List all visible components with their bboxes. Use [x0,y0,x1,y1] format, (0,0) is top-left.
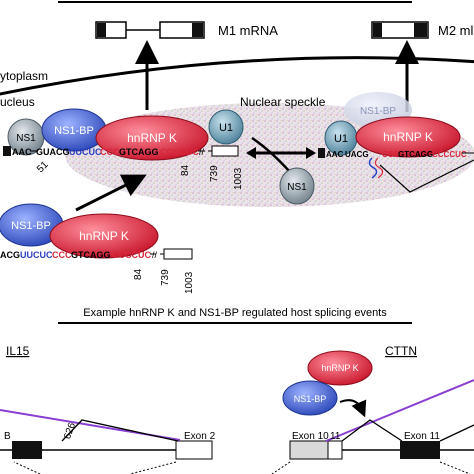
u1-label-right: U1 [334,133,348,145]
hnrnpk-protein-right [355,116,461,158]
cttn-binding-arrow [339,399,367,418]
ns1bp-label-bottom: NS1-BP [11,220,51,232]
rna-right-seq-b: UACG [345,150,369,159]
hnrnpk-protein-bottom [49,213,159,259]
rna-left-num-739: 739 [209,165,220,182]
il15-exon2-label: Exon 2 [184,431,216,442]
rna-right-seq-f: CCCCUC [432,150,467,159]
cttn-exon11-label: Exon 11 [404,431,440,442]
recruitment-arrow [75,174,147,212]
hnrnpk-label-bottom: hnRNP K [79,229,129,243]
rna-bottom-seq-d: CCC [52,250,72,260]
nucleus-label: ucleus [0,95,35,109]
hnrnpk-label-right: hnRNP K [383,130,433,144]
ns1bp-label-cttn: NS1-BP [294,394,327,404]
svg-text://: // [152,250,158,260]
rna-bottom-num-1003: 1003 [184,271,195,294]
il15-position-label: 626 [62,421,78,441]
rna-bottom-seq-f: CCCCUC [112,250,151,260]
m1-mrna-model [95,21,205,39]
ns1bp-protein-cttn [282,380,338,416]
cttn-gene-model [271,379,474,474]
rna-right-seq-e: GTCAGG [398,150,433,159]
hnrnpk-label-left: hnRNP K [127,131,177,145]
rna-left-seq-a: AAC [12,147,32,157]
ns1-protein-free [279,167,315,205]
ns1bp-label-left: NS1-BP [54,125,94,137]
svg-text://: // [199,147,205,157]
nuclear-speckle-label: Nuclear speckle [240,95,326,109]
rna-left-seq-b: GUACG [36,147,70,157]
rna-right-seq-a: AAC [326,150,344,159]
rna-right-seq-d: CCC [382,150,400,159]
cttn-position-label: 11 [330,431,341,442]
rna-left-num-1003: 1003 [233,167,244,190]
rna-left-num-51: 51 [35,159,51,175]
cttn-exon10-label: Exon 10 [292,431,329,442]
ns1-label-free: NS1 [287,182,307,193]
lower-panel-title: Example hnRNP K and NS1-BP regulated hos… [83,307,387,319]
ns1bp-label-faded: NS1-BP [360,106,396,117]
il15-exon-label: B [4,431,11,442]
nuclear-envelope [0,56,474,96]
m1-mrna-label: M1 mRNA [218,23,278,38]
rna-bottom-seq-c: UUCUC [20,250,53,260]
rna-bottom-seq-b: ACG [0,250,20,260]
gene-label-il15: IL15 [6,344,30,358]
il15-gene-model [0,409,213,474]
rna-strand-bottom: ACG UUCUC CCC GTCAGG CCCCUC // [0,248,193,260]
rna-left-seq-c: UUCUC [69,147,102,157]
rna-strand-right: AAC UACG CCC GTCAGG CCCCUC [318,148,474,193]
rna-bottom-seq-e: GTCAGG [71,250,111,260]
gene-label-cttn: CTTN [385,344,417,358]
m2-mrna-label: M2 ml [438,23,474,38]
rna-left-num-84: 84 [180,164,191,176]
rna-bottom-num-84: 84 [133,268,144,280]
exchange-double-arrow [246,136,316,173]
rna-strand-left: AAC GUACG UUCUC CCC GTCAGG CCCCUC // [3,145,239,157]
hnrnpk-protein-cttn [307,350,373,386]
rna-left-seq-d: CCC [100,147,120,157]
hnrnpk-label-cttn: hnRNP K [321,363,358,373]
u1-protein-middle [208,109,244,145]
ns1-label-left: NS1 [16,133,36,144]
m2-mrna-model [371,21,429,39]
rna-left-seq-f: CCCCUC [160,147,199,157]
rna-bottom-num-739: 739 [160,269,171,286]
hnrnpk-protein-left [95,115,209,161]
rna-left-seq-e: GTCAGG [119,147,159,157]
cytoplasm-label: ytoplasm [0,69,48,83]
u1-label-middle: U1 [219,122,233,134]
